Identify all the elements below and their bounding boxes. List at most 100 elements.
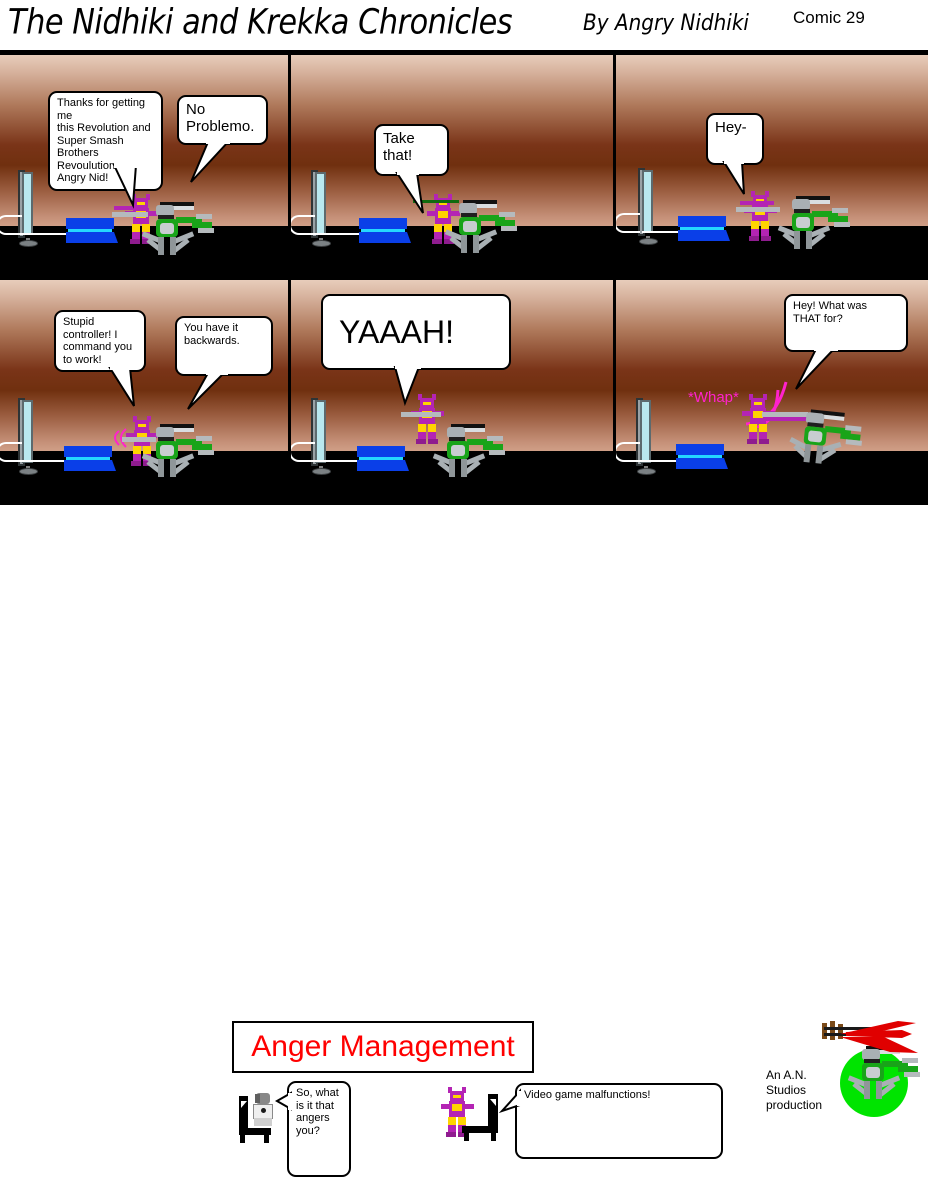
tv-cable	[640, 460, 682, 462]
anger-management-title-box: Anger Management	[232, 1021, 534, 1073]
console-led	[68, 229, 112, 232]
game-console	[678, 216, 730, 242]
tv-cable-loop	[0, 215, 22, 235]
krekka-character	[785, 408, 864, 469]
krekka-character	[443, 200, 517, 255]
bubble-thanks: Thanks for getting me this Revolution an…	[48, 91, 163, 191]
tv-stand	[639, 238, 658, 245]
nidhiki-weapon	[112, 212, 148, 217]
game-console	[676, 444, 728, 470]
jet-wing-lower	[840, 1037, 918, 1053]
console-top	[676, 444, 724, 455]
tv-cable	[315, 233, 365, 235]
bubble-so-what-angers: So, what is it that angers you?	[287, 1081, 351, 1177]
tv-screen	[22, 400, 33, 463]
patient-chair	[462, 1094, 498, 1141]
krekka-character	[431, 424, 505, 479]
header-divider	[0, 50, 928, 55]
comic-row-1: Thanks for getting me this Revolution an…	[0, 55, 928, 280]
panel-1: Thanks for getting me this Revolution an…	[0, 55, 291, 280]
console-led	[66, 457, 110, 460]
bubble-no-problemo-tail	[188, 139, 234, 186]
bubble-video-game-malfunctions-tail	[498, 1088, 523, 1119]
anger-management-title: Anger Management	[251, 1030, 515, 1063]
comic-row-2: Stupid controller! I command you to work…	[0, 280, 928, 505]
krekka-character	[776, 196, 850, 251]
panel-4: Stupid controller! I command you to work…	[0, 280, 291, 505]
television	[638, 168, 658, 245]
television	[18, 398, 38, 475]
tv-cable	[22, 233, 72, 235]
console-led	[361, 229, 405, 232]
comic-header: The Nidhiki and Krekka Chronicles By Ang…	[0, 0, 928, 56]
panel-2: Take that!	[291, 55, 616, 280]
bubble-no-problemo: No Problemo.	[177, 95, 268, 145]
console-top	[678, 216, 726, 227]
bubble-yaaah: YAAAH!	[321, 294, 511, 370]
krekka-weapon-bar	[413, 200, 459, 203]
tv-stand	[19, 468, 38, 475]
console-led	[680, 227, 724, 230]
console-base	[66, 232, 118, 243]
console-base	[676, 458, 728, 469]
console-led	[359, 457, 403, 460]
tv-stand	[312, 468, 331, 475]
bubble-yaaah-tail	[393, 363, 433, 409]
comic-author: By Angry Nidhiki	[583, 9, 749, 36]
page-title: The Nidhiki and Krekka Chronicles	[8, 2, 513, 43]
bubble-so-what-angers-tail	[274, 1091, 294, 1115]
television	[18, 170, 38, 247]
shake-effect-lines	[104, 427, 130, 454]
nidhiki-character	[742, 394, 775, 444]
comic-strip: Thanks for getting me this Revolution an…	[0, 55, 928, 505]
console-top	[359, 218, 407, 229]
console-base	[64, 460, 116, 471]
bottom-section: Anger Management So, what is it that ang…	[0, 505, 928, 1177]
tv-screen	[315, 172, 326, 235]
bubble-stupid-controller: Stupid controller! I command you to work…	[54, 310, 146, 373]
bubble-what-was-that-for-tail	[794, 346, 842, 395]
bubble-video-game-malfunctions: Video game malfunctions!	[515, 1083, 723, 1159]
comic-number-label: Comic 29	[793, 8, 865, 27]
nidhiki-weapon	[401, 412, 441, 417]
tv-cable-loop	[0, 442, 22, 462]
therapist-character	[252, 1093, 274, 1127]
whap-sound-effect: *Whap*	[688, 389, 739, 406]
television	[636, 398, 656, 475]
tv-cable	[642, 231, 682, 233]
tv-cable	[315, 460, 363, 462]
panel-3: Hey-	[616, 55, 928, 280]
bubble-hey: Hey-	[706, 113, 764, 165]
tv-cable-loop	[616, 213, 640, 233]
console-base	[678, 230, 730, 241]
game-console	[66, 218, 118, 244]
tv-stand	[312, 240, 331, 247]
krekka-character	[140, 424, 214, 479]
bubble-backwards: You have it backwards.	[175, 316, 273, 376]
game-console	[359, 218, 411, 244]
krekka-character	[140, 202, 214, 257]
television	[311, 170, 331, 247]
tv-cable	[22, 460, 70, 462]
panel-6: *Whap* Hey! W	[616, 280, 928, 505]
nidhiki-weapon	[762, 412, 808, 417]
television	[311, 398, 331, 475]
tv-stand	[637, 468, 656, 475]
nidhiki-weapon-top	[740, 201, 774, 205]
nidhiki-weapon-lower	[766, 417, 808, 421]
logo-red-jet	[820, 1021, 918, 1059]
tv-screen	[22, 172, 33, 235]
tv-screen	[640, 400, 651, 463]
tv-screen	[642, 170, 653, 233]
nidhiki-weapon	[736, 207, 780, 212]
jet-detail-2	[830, 1021, 835, 1040]
nidhiki-weapon-top	[114, 206, 144, 210]
floor	[616, 226, 928, 280]
panel-5: YAAAH!	[291, 280, 616, 505]
chair-leg-right	[264, 1134, 269, 1143]
bubble-backwards-tail	[186, 370, 232, 415]
console-top	[357, 446, 405, 457]
nidhiki-character	[427, 194, 460, 244]
console-top	[64, 446, 112, 457]
tv-cable-loop	[291, 215, 315, 235]
